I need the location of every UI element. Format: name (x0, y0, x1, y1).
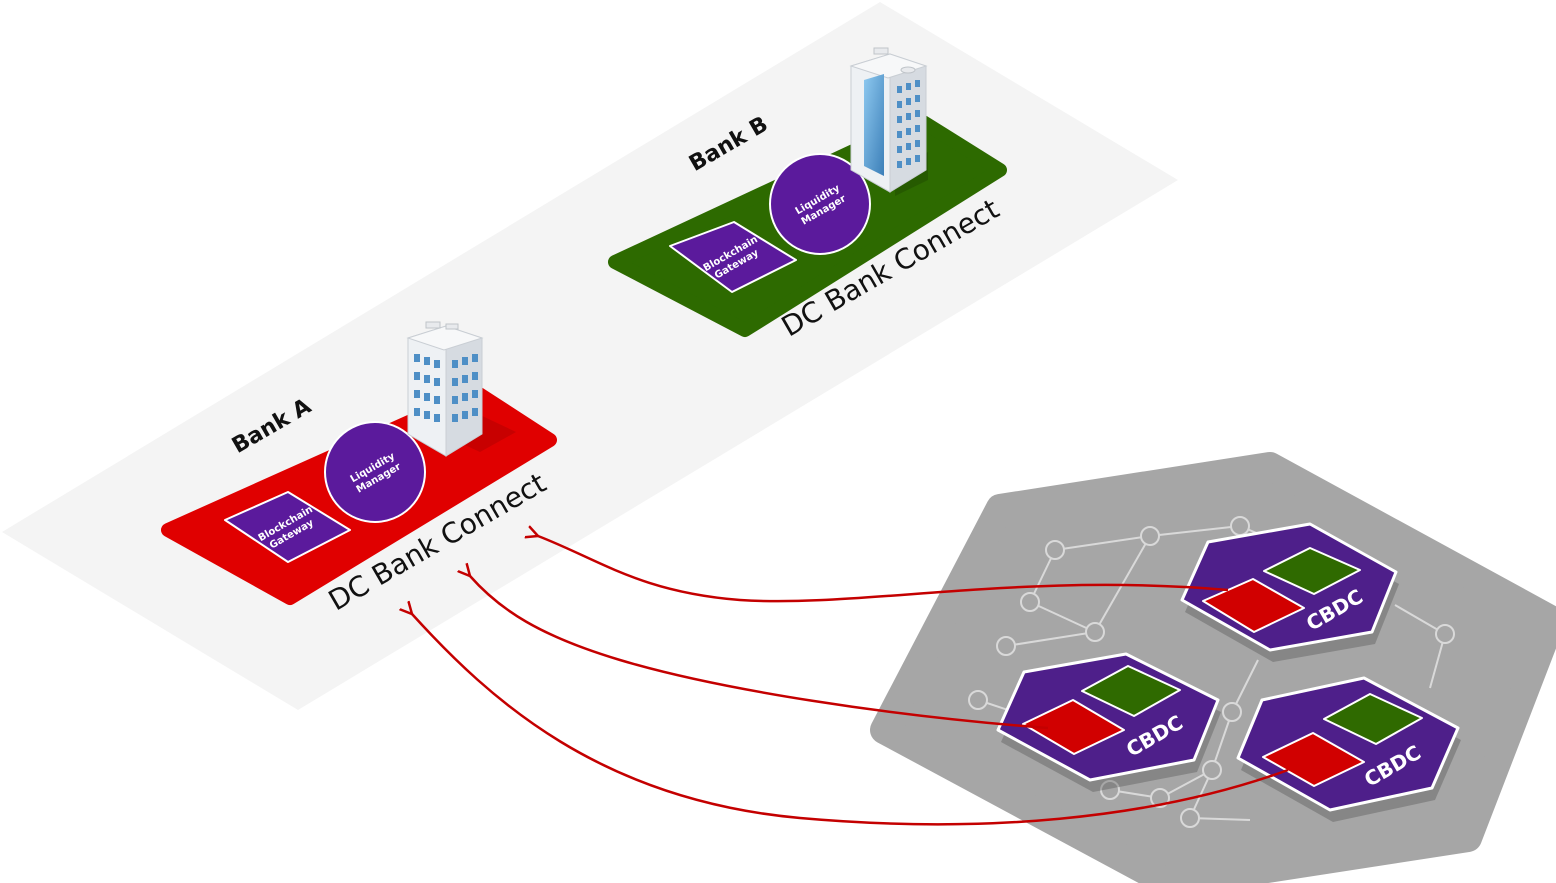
office-building-icon (406, 321, 484, 457)
arrow-cbdc-1-to-bank-a (538, 536, 1229, 603)
bank-b-platform-group: Blockchain Gateway Liquidity Manager (608, 47, 1007, 343)
cbdc-node-3: CBDC (1236, 676, 1461, 822)
bank-b-blockchain-gateway: Blockchain Gateway (669, 221, 797, 293)
office-building-icon (849, 47, 928, 196)
bank-a-building (406, 321, 484, 457)
cbdc-3-green-token (1323, 693, 1423, 745)
bank-a-platform-group: Blockchain Gateway Liquidity Manager (161, 321, 557, 617)
cbdc-network: CBDC CBDC CBDC (870, 452, 1556, 883)
arrow-cbdc-3-to-bank-a (412, 614, 1289, 826)
cbdc-1-green-token (1263, 547, 1361, 595)
arrow-cbdc-2-to-bank-a (470, 576, 1049, 730)
cbdc-node-1: CBDC (1180, 522, 1399, 662)
connection-arrows (412, 536, 1289, 826)
network-nodes (968, 516, 1455, 828)
cbdc-2-red-token (1022, 699, 1125, 755)
cbdc-node-2: CBDC (996, 652, 1221, 792)
bank-a-blockchain-gateway: Blockchain Gateway (224, 491, 351, 563)
cbdc-3-red-token (1262, 732, 1365, 787)
cbdc-2-green-token (1081, 665, 1181, 717)
bank-b-building (849, 47, 928, 196)
bank-a-liquidity-manager: Liquidity Manager (324, 421, 426, 523)
bank-b-liquidity-manager: Liquidity Manager (769, 153, 871, 255)
cbdc-1-red-token (1202, 578, 1305, 633)
